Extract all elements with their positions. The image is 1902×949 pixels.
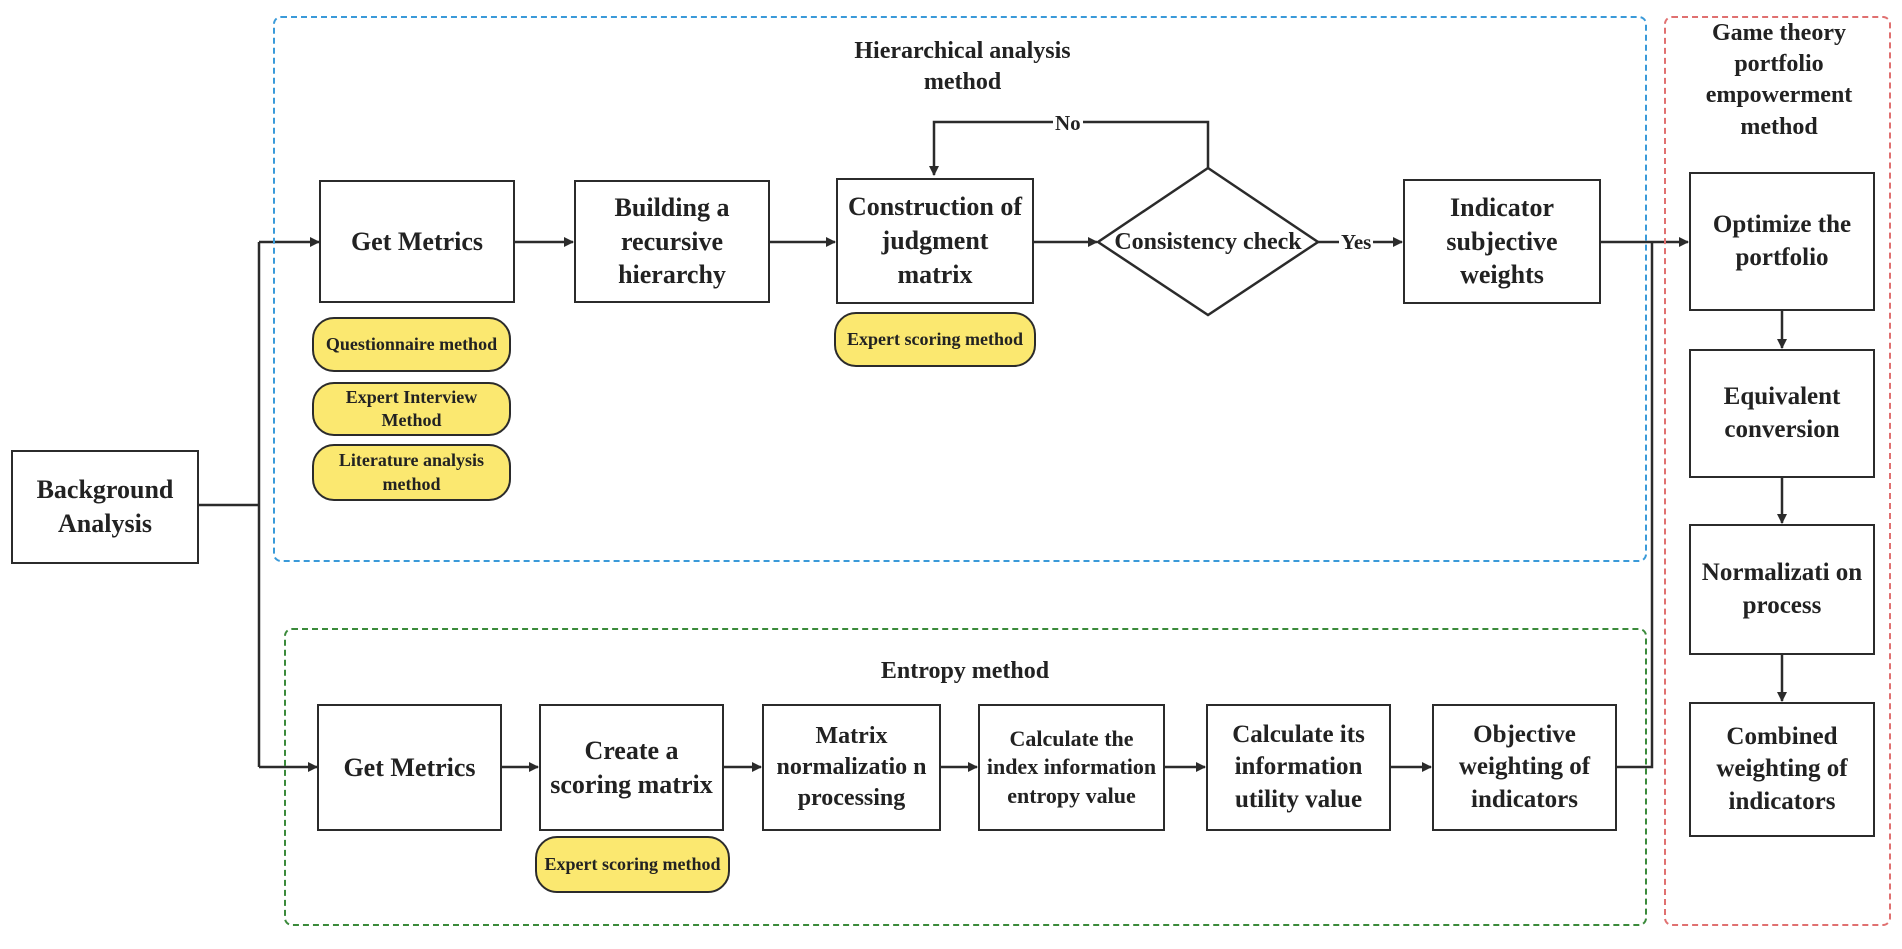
literature-analysis-method-pill: Literature analysis method [312, 444, 511, 501]
yes-edge-label: Yes [1339, 230, 1374, 254]
objective-weighting-node: Objective weighting of indicators [1432, 704, 1617, 831]
equivalent-conversion-node: Equivalent conversion [1689, 349, 1875, 478]
entropy-title: Entropy method [880, 658, 1050, 684]
combined-weighting-node: Combined weighting of indicators [1689, 702, 1875, 837]
edge-objective-to-optimize [1616, 242, 1654, 769]
matrix-normalization-node: Matrix normalizatio n processing [762, 704, 941, 831]
questionnaire-method-pill: Questionnaire method [312, 317, 511, 372]
optimize-portfolio-node: Optimize the portfolio [1689, 172, 1875, 311]
game-theory-title: Game theory portfolio empowerment method [1705, 20, 1853, 140]
entropy-expert-scoring-pill: Expert scoring method [535, 836, 730, 893]
utility-value-node: Calculate its information utility value [1206, 704, 1391, 831]
ahp-title: Hierarchical analysis method [854, 38, 1071, 96]
consistency-check-diamond [1095, 166, 1321, 317]
consistency-check-label: Consistency check [1114, 228, 1302, 255]
entropy-value-node: Calculate the index information entropy … [978, 704, 1165, 831]
ahp-get-metrics-node: Get Metrics [319, 180, 515, 303]
scoring-matrix-node: Create a scoring matrix [539, 704, 724, 831]
subjective-weights-node: Indicator subjective weights [1403, 179, 1601, 304]
no-edge-label: No [1053, 111, 1083, 135]
building-hierarchy-node: Building a recursive hierarchy [574, 180, 770, 303]
edge-background-trunk [198, 242, 261, 767]
entropy-group [284, 628, 1647, 926]
normalization-process-node: Normalizati on process [1689, 524, 1875, 655]
game-theory-group [1664, 16, 1891, 926]
expert-interview-method-pill: Expert Interview Method [312, 382, 511, 436]
judgment-matrix-node: Construction of judgment matrix [836, 178, 1034, 304]
ahp-expert-scoring-pill: Expert scoring method [834, 312, 1036, 367]
background-analysis-node: Background Analysis [11, 450, 199, 564]
entropy-get-metrics-node: Get Metrics [317, 704, 502, 831]
ahp-group [273, 16, 1647, 562]
